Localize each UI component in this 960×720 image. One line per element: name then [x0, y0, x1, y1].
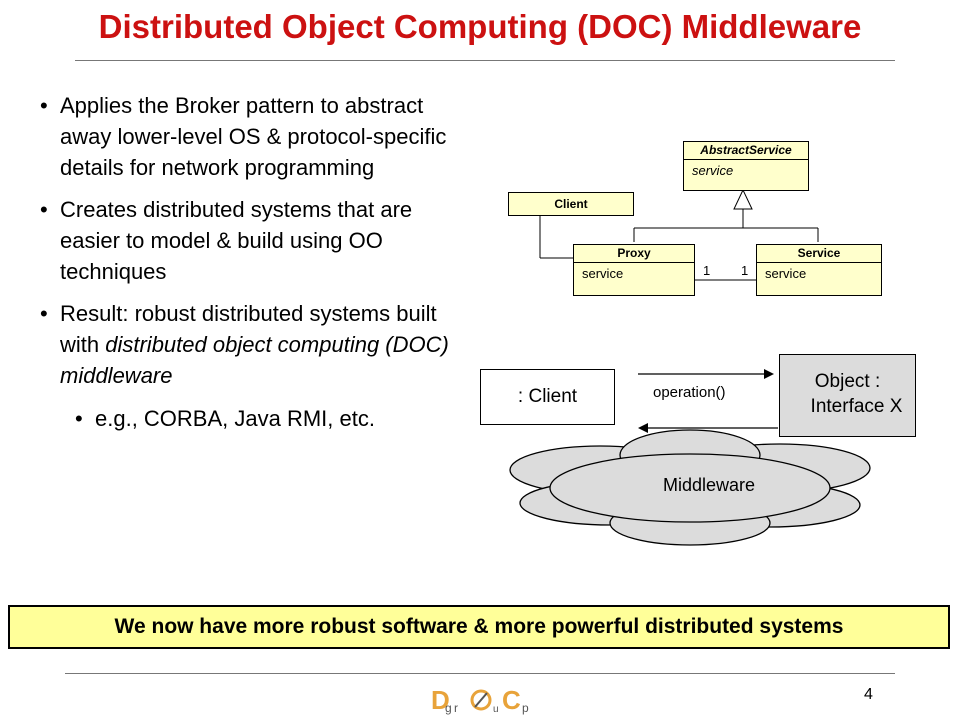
uml-class-service: Service service: [756, 244, 882, 296]
operation-label: operation(): [653, 384, 726, 401]
server-object-line2: Interface X: [810, 396, 903, 417]
server-object-line1: Object :: [814, 371, 881, 392]
logo-letter-u: u: [493, 704, 499, 715]
middleware-cloud: [509, 429, 871, 546]
logo-o-ring: [470, 689, 492, 711]
bullet-result-emphasis: distributed object computing (DOC) middl…: [60, 332, 449, 388]
client-object-box: : Client: [480, 369, 615, 425]
client-object-label: : Client: [517, 386, 578, 407]
doc-group-logo: D r C g u p: [431, 685, 529, 715]
footer-divider: [65, 673, 895, 674]
bullet-examples: e.g., CORBA, Java RMI, etc.: [75, 403, 460, 434]
logo-letter-g: g: [445, 701, 452, 715]
logo-letter-p: p: [522, 701, 529, 715]
summary-callout: We now have more robust software & more …: [8, 605, 950, 649]
slide-title: Distributed Object Computing (DOC) Middl…: [98, 8, 862, 45]
bullet-result: Result: robust distributed systems built…: [40, 298, 460, 391]
response-arrowhead: [638, 423, 648, 433]
uml-class-name: Service: [757, 245, 881, 263]
bullet-list: Applies the Broker pattern to abstract a…: [40, 90, 460, 445]
request-arrowhead: [764, 369, 774, 379]
page-number: 4: [864, 686, 873, 703]
uml-class-name: Proxy: [574, 245, 694, 263]
uml-method: service: [765, 266, 807, 281]
server-object-box: Object : Interface X: [779, 354, 916, 437]
uml-class-abstractservice: AbstractService service: [683, 141, 809, 191]
title-divider: [75, 60, 895, 61]
multiplicity-right: 1: [741, 263, 749, 278]
logo-letter-r: r: [454, 701, 458, 715]
bullet-result-text: Result: robust distributed systems built…: [60, 301, 437, 357]
uml-class-proxy: Proxy service: [573, 244, 695, 296]
logo-letter-d: D: [431, 685, 450, 715]
bullet-broker-pattern: Applies the Broker pattern to abstract a…: [40, 90, 460, 183]
logo-slash: [474, 692, 488, 708]
uml-class-client: Client: [508, 192, 634, 216]
inheritance-arrowhead: [733, 188, 753, 210]
multiplicity-left: 1: [703, 263, 711, 278]
bullet-oo-techniques: Creates distributed systems that are eas…: [40, 194, 460, 287]
uml-class-name: AbstractService: [684, 142, 808, 160]
uml-method: service: [692, 163, 734, 178]
uml-method: service: [582, 266, 624, 281]
logo-letter-c: C: [502, 685, 521, 715]
middleware-label: Middleware: [662, 475, 756, 495]
uml-class-name: Client: [554, 197, 588, 211]
